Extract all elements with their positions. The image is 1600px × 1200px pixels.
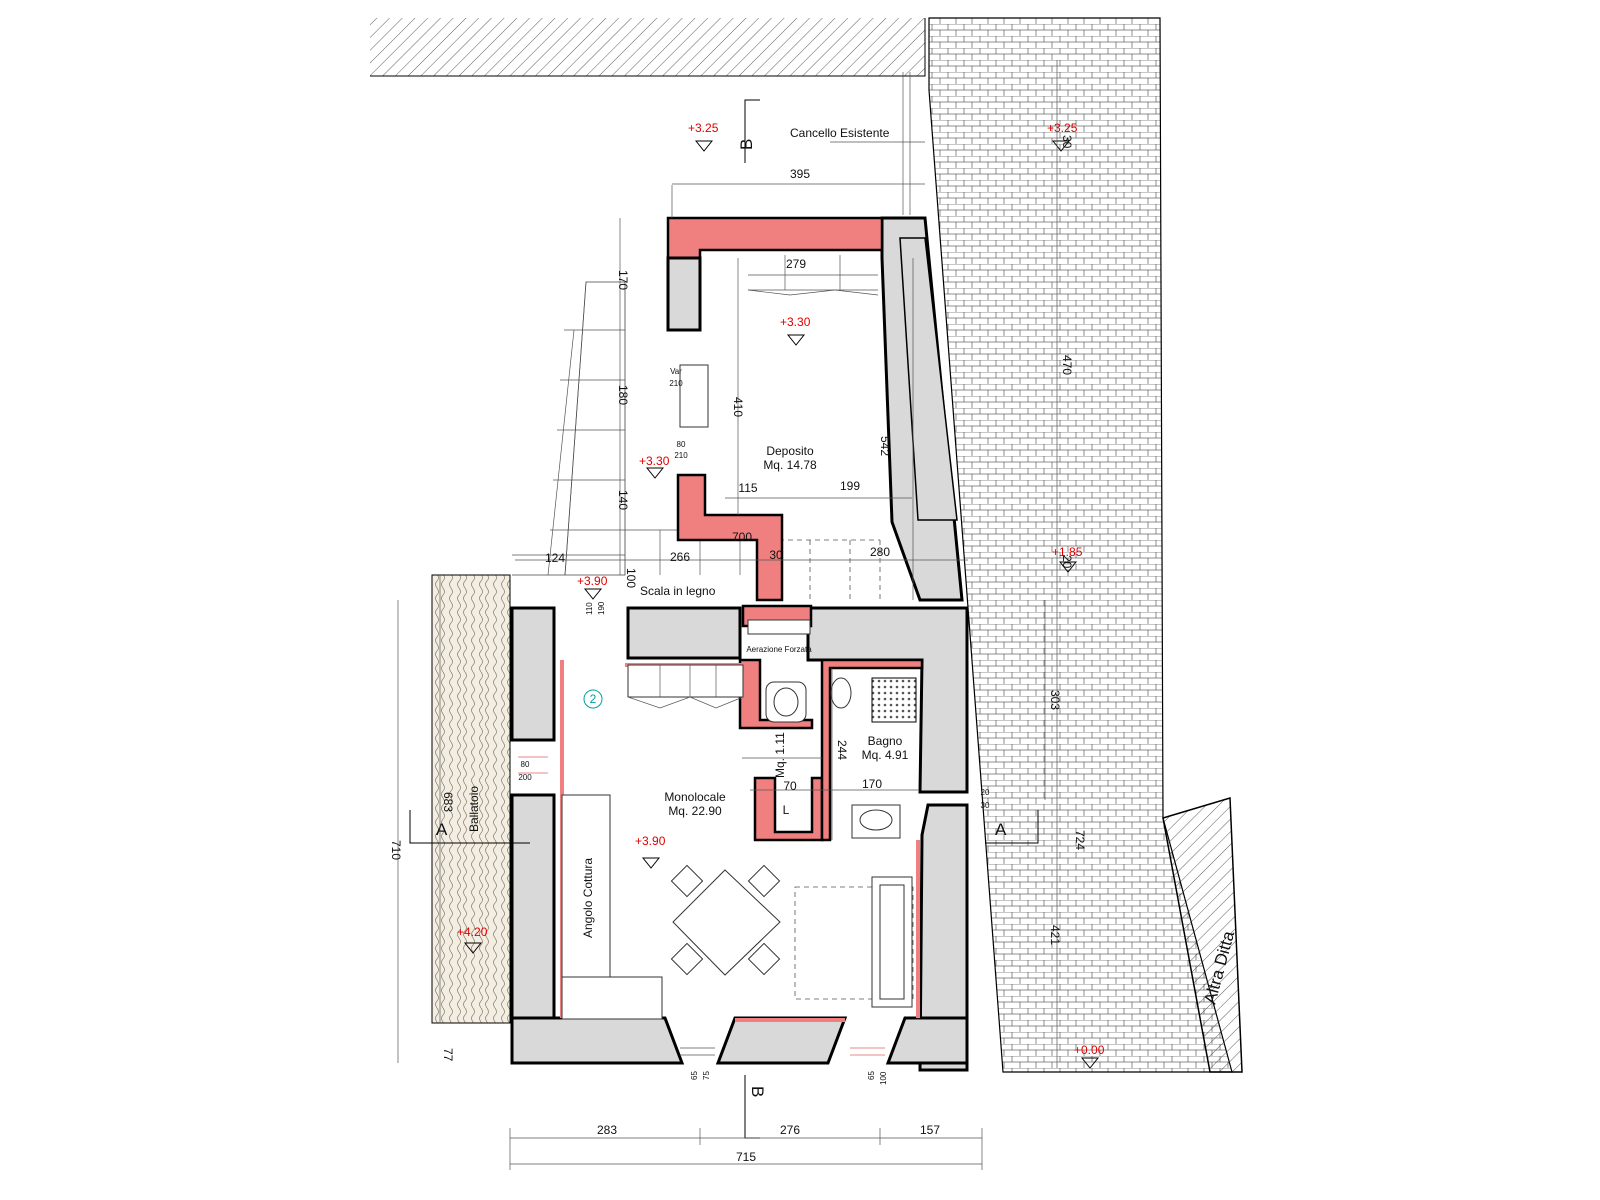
dim-75: 75 [702, 1071, 711, 1080]
deposito-name: Deposito [766, 444, 814, 458]
ballatoio-label: Ballatoio [467, 786, 481, 832]
ballatoio-deck: Ballatoio [431, 574, 511, 1024]
dim-b157: 157 [920, 1123, 940, 1137]
section-b-bottom: B [748, 1086, 767, 1097]
dim-r303: 303 [1048, 690, 1062, 710]
monolocale-name: Monolocale [664, 790, 726, 804]
scala-label: Scala in legno [640, 584, 716, 598]
wardrobe [627, 664, 744, 709]
dim-180: 180 [616, 385, 630, 405]
dim-b715: 715 [736, 1150, 756, 1164]
dim-r421: 421 [1048, 925, 1062, 945]
dim-20: 20 [981, 788, 990, 797]
elevation-right-bottom: +0.00 [1074, 1043, 1105, 1057]
deposito-walls [666, 216, 964, 602]
dim-140: 140 [616, 490, 630, 510]
adjacent-property-hatch: Altra Ditta [1162, 797, 1243, 1073]
closet-area: Mq. 1.11 [773, 732, 787, 778]
dim-b276: 276 [780, 1123, 800, 1137]
angolo-cottura-label: Angolo Cottura [581, 858, 595, 938]
dim-115: 115 [738, 481, 757, 495]
elevation-monolocale: +3.90 [635, 834, 666, 848]
dim-65: 65 [690, 1071, 699, 1080]
dim-110: 110 [585, 602, 594, 615]
dimension-lines [397, 60, 1058, 1170]
dim-b283: 283 [597, 1123, 617, 1137]
gate-posts [902, 72, 911, 215]
dim-710: 710 [389, 840, 403, 860]
section-a-right: A [995, 820, 1007, 839]
deposito-area: Mq. 14.78 [763, 458, 817, 472]
dim-280: 280 [870, 545, 890, 559]
bathroom-fixtures: Aerazione Forzata L [746, 619, 917, 839]
dim-395: 395 [790, 167, 810, 181]
elevation-stair-top: +3.30 [639, 454, 670, 468]
elevation-stair-bottom: +3.90 [577, 574, 608, 588]
dim-80: 80 [677, 440, 686, 449]
dim-410: 410 [731, 397, 745, 417]
closet-mark: L [783, 803, 790, 817]
section-b-top: B [737, 139, 756, 150]
monolocale-area: Mq. 22.90 [668, 804, 722, 818]
dim-100: 100 [624, 568, 638, 588]
door-tag: 2 [590, 692, 597, 706]
dim-65b: 65 [867, 1071, 876, 1080]
elevation-top-right: +3.25 [1047, 121, 1078, 135]
dim-170b: 170 [862, 777, 882, 791]
bagno-area: Mq. 4.91 [862, 748, 909, 762]
dimension-labels: 395 279 410 542 115 199 700 266 30 280 1… [389, 135, 1087, 1164]
dim-r470: 470 [1060, 355, 1074, 375]
dim-190: 190 [597, 601, 606, 615]
dim-77: 77 [441, 1048, 455, 1062]
elevation-markers: +3.25 +3.25 +3.30 +3.30 +3.90 +3.90 +4.2… [457, 121, 1105, 1069]
dim-170: 170 [616, 270, 630, 290]
monolocale-walls [510, 604, 969, 1072]
dim-210: 210 [674, 451, 688, 460]
dim-r30: 30 [1060, 135, 1074, 149]
section-a-left: A [436, 820, 448, 839]
elevation-top-left: +3.25 [688, 121, 719, 135]
dim-199: 199 [840, 479, 860, 493]
kitchen-counter: Angolo Cottura [561, 794, 663, 1020]
dim-r20: 20 [1060, 555, 1074, 569]
dim-100b: 100 [879, 1071, 888, 1085]
dim-683: 683 [441, 792, 455, 812]
dim-var: Var [670, 367, 682, 376]
aerazione-label: Aerazione Forzata [746, 645, 812, 654]
dim-542: 542 [878, 436, 892, 456]
dim-279: 279 [786, 257, 806, 271]
bagno-name: Bagno [868, 734, 903, 748]
dim-30: 30 [769, 548, 783, 562]
dim-124: 124 [545, 551, 565, 565]
dining-table [670, 864, 781, 976]
dim-244: 244 [835, 740, 849, 760]
sofa-bed [794, 876, 914, 1008]
cancello-label: Cancello Esistente [790, 126, 890, 140]
dim-200: 200 [518, 773, 532, 782]
top-hatched-boundary [370, 18, 926, 77]
window-openings [518, 756, 885, 1056]
dim-266: 266 [670, 550, 690, 564]
elevation-ballatoio: +4.20 [457, 925, 488, 939]
dim-210b: 210 [669, 379, 683, 388]
elevation-right-mid: +1.85 [1052, 545, 1083, 559]
dim-30b: 30 [981, 801, 990, 810]
dim-r724: 724 [1073, 830, 1087, 850]
dim-70: 70 [783, 779, 797, 793]
door-tag-circle [583, 689, 603, 709]
dim-700: 700 [732, 530, 752, 544]
dim-80b: 80 [521, 760, 530, 769]
elevation-deposito: +3.30 [780, 315, 811, 329]
